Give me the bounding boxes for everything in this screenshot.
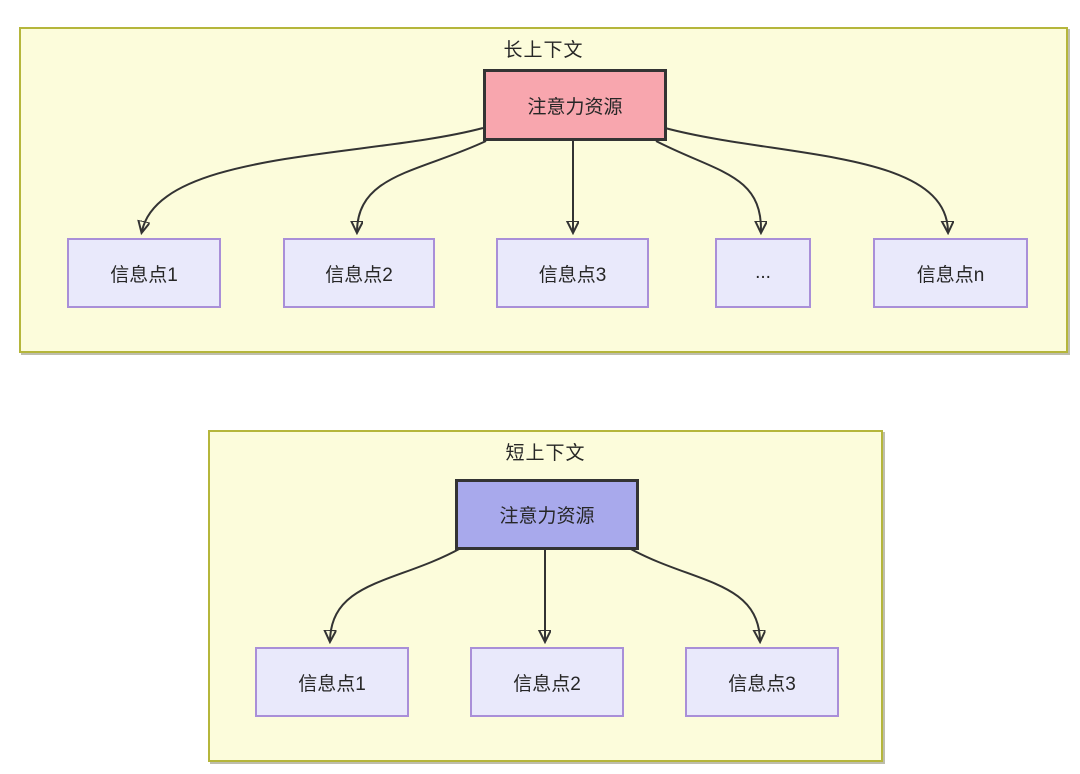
info-point-node: 信息点1	[67, 238, 221, 308]
info-point-node: 信息点n	[873, 238, 1028, 308]
attention-resource-node-short: 注意力资源	[455, 479, 639, 550]
short-context-panel: 短上下文 注意力资源 信息点1 信息点2 信息点3	[208, 430, 883, 762]
info-point-node: 信息点2	[470, 647, 624, 717]
info-point-node: 信息点2	[283, 238, 435, 308]
info-point-node-ellipsis: ...	[715, 238, 811, 308]
long-context-panel: 长上下文 注意力资源 信息点1 信息点2 信息点3 ... 信息点n	[19, 27, 1068, 353]
attention-resource-node-long: 注意力资源	[483, 69, 667, 141]
info-point-node: 信息点3	[685, 647, 839, 717]
short-context-panel-title: 短上下文	[505, 443, 586, 464]
long-context-panel-title: 长上下文	[503, 40, 584, 61]
info-point-node: 信息点3	[496, 238, 649, 308]
info-point-node: 信息点1	[255, 647, 409, 717]
